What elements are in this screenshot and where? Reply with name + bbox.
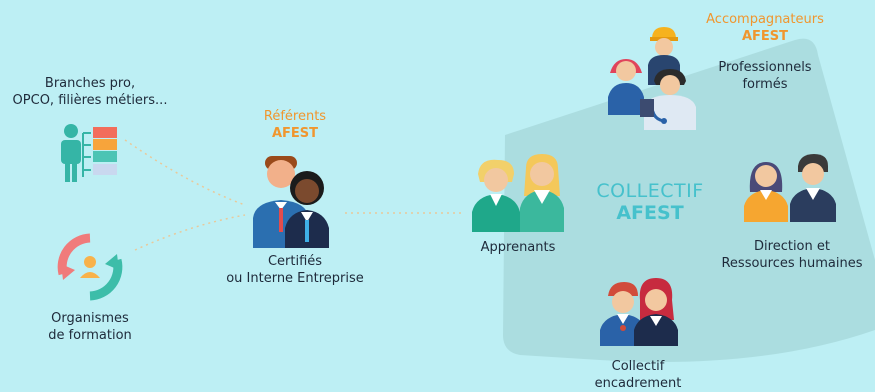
accompagnateurs-line1: Professionnels <box>718 60 812 75</box>
branches-label: Branches pro, OPCO, filières métiers... <box>0 75 180 109</box>
accompagnateurs-title2: AFEST <box>741 29 789 44</box>
accompagnateurs-line2: formés <box>742 77 788 92</box>
two-referents-icon <box>253 156 329 248</box>
direction-line1: Direction et <box>754 239 830 254</box>
professionals-group-icon <box>608 27 696 130</box>
org-chart-icon <box>61 124 117 182</box>
referents-title: Référents AFEST <box>240 108 350 142</box>
direction-label: Direction et Ressources humaines <box>712 238 872 272</box>
two-learners-icon <box>472 154 564 232</box>
referents-line1: Certifiés <box>267 254 323 269</box>
organismes-line2: de formation <box>48 328 132 343</box>
collectif-afest-label: COLLECTIF AFEST <box>585 180 715 224</box>
referents-title2: AFEST <box>271 126 319 141</box>
referents-title1: Référents <box>263 109 327 124</box>
organismes-label: Organismes de formation <box>20 310 160 344</box>
link-organismes-referents <box>134 214 246 251</box>
hr-pair-icon <box>744 154 836 222</box>
encadrement-line1: Collectif <box>611 359 665 374</box>
accompagnateurs-label: Professionnels formés <box>700 59 830 93</box>
encadrement-line2: encadrement <box>594 376 682 391</box>
apprenants-label: Apprenants <box>480 240 556 255</box>
training-cycle-icon <box>57 233 123 301</box>
organismes-line1: Organismes <box>51 311 129 326</box>
referents-label: Certifiés ou Interne Entreprise <box>205 253 385 287</box>
accompagnateurs-title1: Accompagnateurs <box>706 12 824 27</box>
collectif-line2: AFEST <box>616 202 684 224</box>
referents-line2: ou Interne Entreprise <box>226 271 364 286</box>
link-branches-referents <box>124 139 246 206</box>
direction-line2: Ressources humaines <box>721 256 863 271</box>
accompagnateurs-title: Accompagnateurs AFEST <box>690 11 840 45</box>
collectif-area-shape <box>503 38 875 363</box>
branches-line2: OPCO, filières métiers... <box>12 93 168 108</box>
collectif-line1: COLLECTIF <box>596 180 704 202</box>
encadrement-label: Collectif encadrement <box>578 358 698 392</box>
managers-pair-icon <box>600 278 678 346</box>
branches-line1: Branches pro, <box>44 76 136 91</box>
